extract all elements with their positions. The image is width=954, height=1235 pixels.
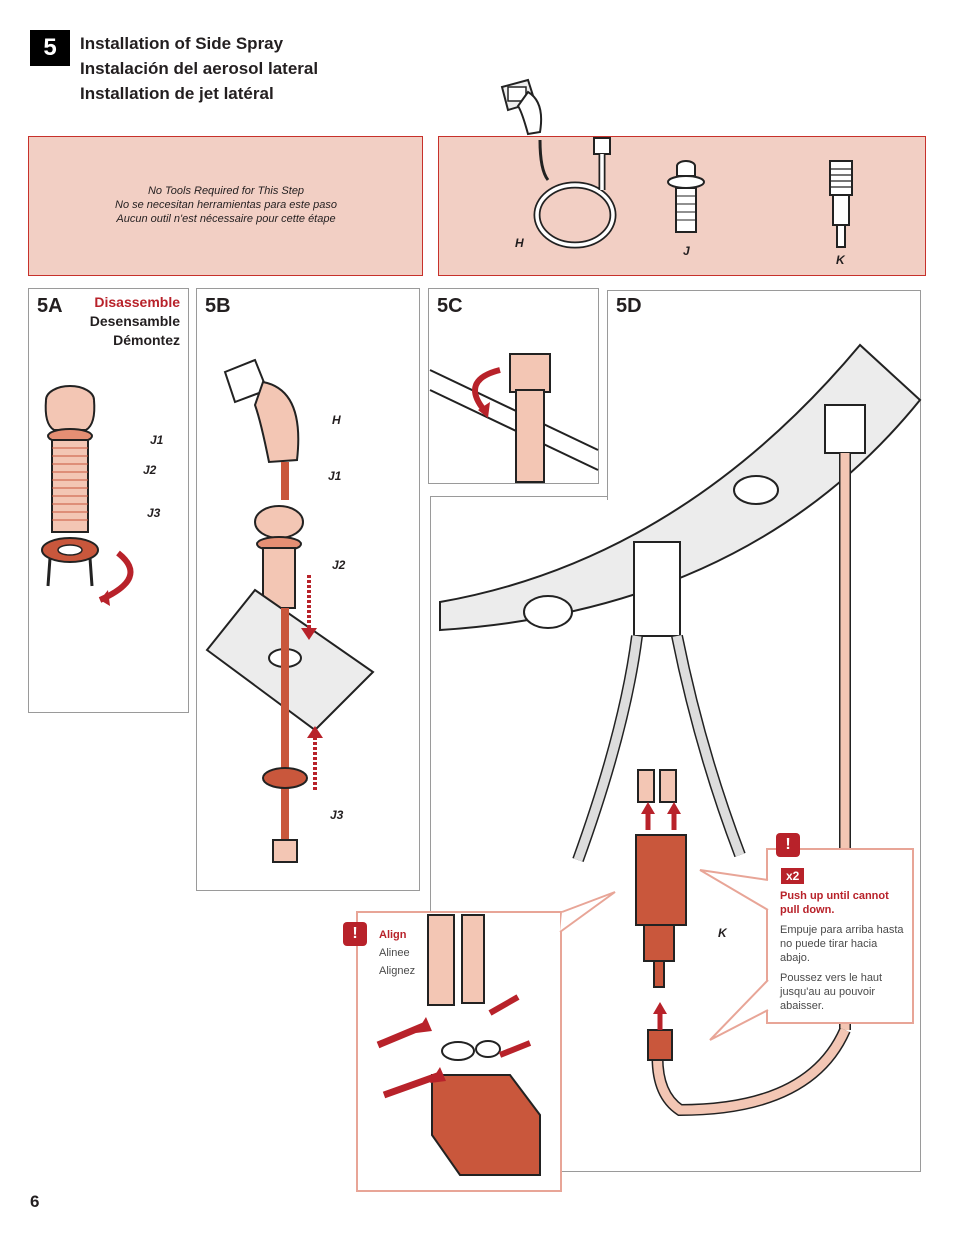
step-5a-label: 5A xyxy=(37,295,63,317)
heading-fr: Démontez xyxy=(113,332,180,348)
step-number-badge: 5 xyxy=(30,30,70,66)
callout-j3-5b: J3 xyxy=(330,808,344,822)
align-warning-icon: ! xyxy=(343,922,367,946)
nut-part-j-illustration xyxy=(667,160,705,233)
heading-es: Desensamble xyxy=(89,313,180,329)
push-es: Empuje para arriba hasta no puede tirar … xyxy=(780,924,904,964)
connector-part-k-illustration xyxy=(829,160,853,248)
side-spray-hero-illustration xyxy=(500,78,543,136)
align-es: Alinee xyxy=(379,947,410,959)
callout-h: H xyxy=(332,413,341,427)
tools-note: No Tools Required for This Step No se ne… xyxy=(30,184,422,226)
step-5b-illustration xyxy=(205,358,375,863)
align-en: Align xyxy=(379,929,407,941)
part-label-k: K xyxy=(836,253,845,267)
tools-note-fr: Aucun outil n'est nécessaire pour cette … xyxy=(116,213,336,225)
callout-j3: J3 xyxy=(147,506,161,520)
callout-j2: J2 xyxy=(143,463,157,477)
page-number: 6 xyxy=(30,1192,40,1211)
push-count-badge: x2 xyxy=(781,868,805,884)
callout-k: K xyxy=(718,926,727,940)
align-fr: Alignez xyxy=(379,965,416,977)
push-note-text: Push up until cannot pull down. Empuje p… xyxy=(780,889,908,1013)
push-warning-icon: ! xyxy=(776,833,800,857)
step-5c-illustration xyxy=(429,353,599,483)
step-title-es: Instalación del aerosol lateral xyxy=(80,59,319,78)
tools-note-es: No se necesitan herramientas para este p… xyxy=(115,199,337,211)
hose-part-illustration xyxy=(533,137,617,249)
push-fr: Poussez vers le haut jusqu'au au pouvoir… xyxy=(780,972,883,1012)
step-5c-label: 5C xyxy=(437,295,463,317)
step-5d-label: 5D xyxy=(616,295,642,317)
align-note-text: Align Alinee Alignez xyxy=(379,926,415,980)
tools-panel xyxy=(28,136,423,276)
step-5b-label: 5B xyxy=(205,295,231,317)
align-detail-illustration xyxy=(376,914,541,1176)
push-callout-pointer xyxy=(699,869,769,1041)
push-en: Push up until cannot pull down. xyxy=(780,890,889,916)
tools-note-en: No Tools Required for This Step xyxy=(147,185,305,197)
callout-j1-5b: J1 xyxy=(328,469,342,483)
part-label-h: H xyxy=(515,236,524,250)
callout-j1: J1 xyxy=(150,433,164,447)
step-5a-heading: Disassemble Desensamble Démontez xyxy=(70,293,180,350)
step-title-fr: Installation de jet latéral xyxy=(80,84,274,103)
part-label-j: J xyxy=(683,244,690,258)
heading-en: Disassemble xyxy=(94,294,180,310)
step-5a-illustration xyxy=(41,385,134,606)
callout-j2-5b: J2 xyxy=(332,558,346,572)
push-note-box xyxy=(766,848,914,1024)
step-title-en: Installation of Side Spray xyxy=(80,34,284,53)
align-callout-pointer xyxy=(559,891,616,933)
